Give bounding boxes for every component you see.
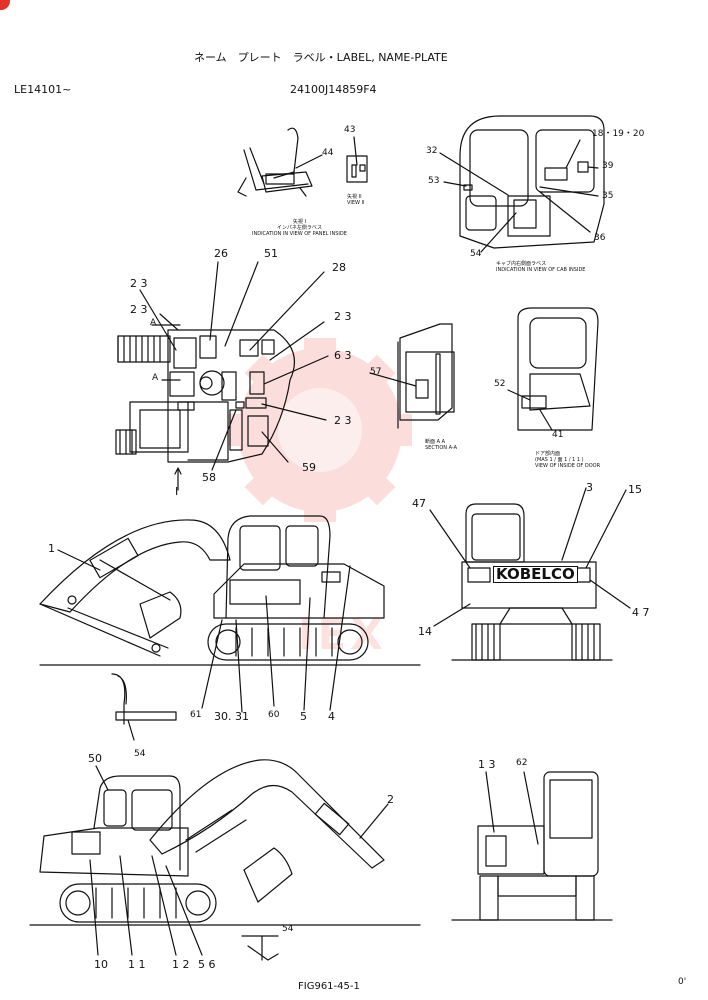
callout-30-31: 30. 31 bbox=[214, 710, 249, 723]
callout-35: 35 bbox=[602, 191, 614, 201]
caption-line: 矢視 I bbox=[292, 219, 306, 225]
callout-10: 10 bbox=[94, 958, 108, 971]
callout-2: 2 bbox=[387, 793, 394, 806]
caption-cab-inside: キャブ内右側面ラベス INDICATION IN VIEW OF CAB INS… bbox=[496, 261, 586, 274]
callout-13: 1 3 bbox=[478, 758, 496, 771]
section-aa-drawing bbox=[369, 323, 455, 429]
caption-view-one: 矢視 I インパネ左側ラベス INDICATION IN VIEW OF PAN… bbox=[252, 219, 347, 237]
callout-23: 2 3 bbox=[130, 277, 148, 290]
callout-28: 28 bbox=[332, 261, 346, 274]
caption-section-aa: 断面 A A SECTION A-A bbox=[425, 439, 458, 452]
callout-11: 1 1 bbox=[128, 958, 146, 971]
callout-3: 3 bbox=[586, 481, 593, 494]
callout-50: 50 bbox=[88, 752, 102, 765]
callout-39: 39 bbox=[602, 161, 614, 171]
callout-63: 6 3 bbox=[334, 349, 352, 362]
plan-view-drawing bbox=[115, 261, 329, 491]
callout-15: 15 bbox=[628, 483, 642, 496]
section-mark-a: A bbox=[150, 318, 157, 328]
callout-44: 44 bbox=[322, 148, 334, 158]
callout-26: 26 bbox=[214, 247, 228, 260]
caption-line: 断面 A A bbox=[425, 439, 446, 445]
callout-4: 4 bbox=[328, 710, 335, 723]
caption-line: インパネ左側ラベス bbox=[276, 224, 323, 231]
callout-54: 54 bbox=[470, 249, 482, 259]
caption-line: VIEW II bbox=[347, 199, 365, 206]
section-mark-a: A bbox=[152, 373, 159, 383]
callout-59: 59 bbox=[302, 461, 316, 474]
callout-18-19-20: 18・19・20 bbox=[592, 129, 645, 139]
door-inside-drawing bbox=[507, 307, 599, 431]
callout-51: 51 bbox=[264, 247, 278, 260]
callout-23: 2 3 bbox=[130, 303, 148, 316]
callout-61: 61 bbox=[190, 710, 202, 720]
side-view-drawing bbox=[39, 515, 421, 741]
right-side-view-drawing bbox=[29, 759, 421, 961]
rear-view-drawing bbox=[429, 487, 631, 661]
callout-52: 52 bbox=[494, 379, 506, 389]
kobelco-brand-label: KOBELCO bbox=[493, 566, 578, 583]
figure-number: FIG961-45-1 bbox=[298, 981, 360, 992]
callout-1: 1 bbox=[48, 542, 55, 555]
callout-14: 14 bbox=[418, 625, 432, 638]
callout-62: 62 bbox=[516, 758, 528, 768]
caption-line: INDICATION IN VIEW OF CAB INSIDE bbox=[496, 266, 586, 273]
page-mark: 0' bbox=[678, 977, 687, 987]
callout-41: 41 bbox=[552, 430, 564, 440]
callout-5: 5 bbox=[300, 710, 307, 723]
cab-inside-drawing bbox=[439, 115, 605, 253]
callout-54: 54 bbox=[282, 924, 294, 934]
corner-badge bbox=[0, 0, 10, 10]
callout-54: 54 bbox=[134, 749, 146, 759]
callout-58: 58 bbox=[202, 471, 216, 484]
caption-line: キャブ内右側面ラベス bbox=[496, 261, 547, 267]
callout-43: 43 bbox=[344, 125, 356, 135]
caption-line: INDICATION IN VIEW OF PANEL INSIDE bbox=[252, 230, 347, 237]
callout-23: 2 3 bbox=[334, 310, 352, 323]
callout-53: 53 bbox=[428, 176, 440, 186]
caption-line: (MAS 1 / 面 1 / 1 1 ) bbox=[535, 456, 584, 463]
callout-47: 47 bbox=[412, 497, 426, 510]
callout-23: 2 3 bbox=[334, 414, 352, 427]
caption-view-two: 矢視 II VIEW II bbox=[347, 194, 365, 207]
callout-60: 60 bbox=[268, 710, 280, 720]
caption-line: 矢視 II bbox=[347, 194, 362, 200]
view-mark-i: I bbox=[175, 485, 179, 498]
callout-12: 1 2 bbox=[172, 958, 190, 971]
part-number: 24100J14859F4 bbox=[290, 83, 377, 96]
view-two-drawing bbox=[346, 136, 368, 183]
serial-range: LE14101~ bbox=[14, 83, 72, 96]
callout-57: 57 bbox=[370, 367, 382, 377]
page-title: ネーム プレート ラベル・LABEL, NAME-PLATE bbox=[194, 51, 448, 64]
seat-view-drawing bbox=[237, 127, 323, 197]
callout-36: 36 bbox=[594, 233, 606, 243]
caption-door-inside: ドア部内面 (MAS 1 / 面 1 / 1 1 ) VIEW OF INSID… bbox=[535, 451, 601, 469]
callout-32: 32 bbox=[426, 146, 438, 156]
rear-right-view-drawing bbox=[451, 771, 613, 921]
callout-56: 5 6 bbox=[198, 958, 216, 971]
callout-47: 4 7 bbox=[632, 606, 650, 619]
caption-line: SECTION A-A bbox=[425, 444, 458, 451]
caption-line: VIEW OF INSIDE OF DOOR bbox=[535, 462, 601, 469]
caption-line: ドア部内面 bbox=[535, 451, 561, 457]
